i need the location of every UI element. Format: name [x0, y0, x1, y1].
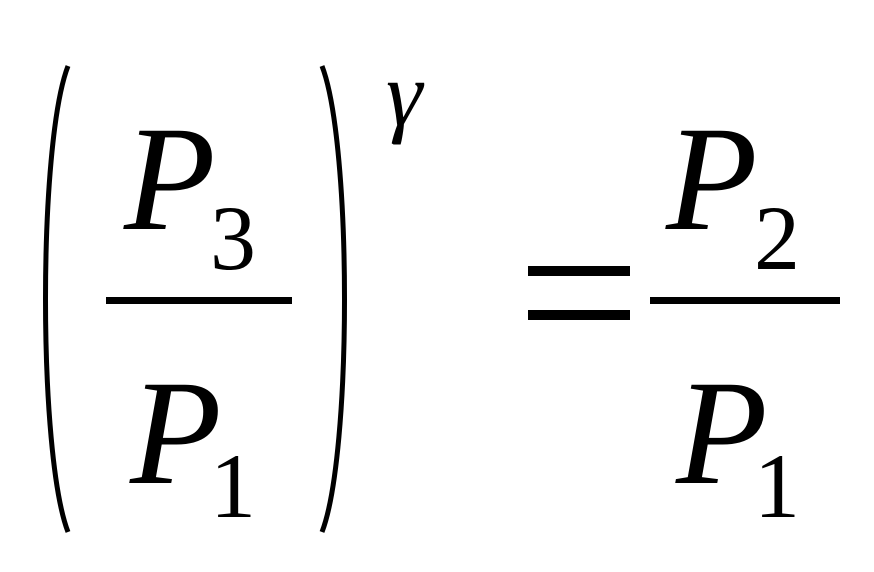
left-fraction-bar — [106, 297, 292, 304]
right-denominator-symbol: P — [676, 350, 768, 516]
left-parenthesis — [34, 64, 74, 534]
left-numerator-subscript: 3 — [210, 187, 256, 289]
equals-top-bar — [528, 266, 630, 276]
equals-bottom-bar — [528, 310, 630, 320]
right-denominator-subscript: 1 — [754, 435, 800, 537]
right-parenthesis — [316, 64, 356, 534]
right-numerator-symbol: P — [666, 96, 758, 262]
left-numerator-symbol: P — [124, 96, 216, 262]
left-denominator-symbol: P — [130, 350, 222, 516]
right-numerator-subscript: 2 — [754, 187, 800, 289]
left-denominator-subscript: 1 — [210, 435, 256, 537]
right-fraction-bar — [650, 297, 840, 304]
exponent-gamma: γ — [386, 43, 423, 145]
